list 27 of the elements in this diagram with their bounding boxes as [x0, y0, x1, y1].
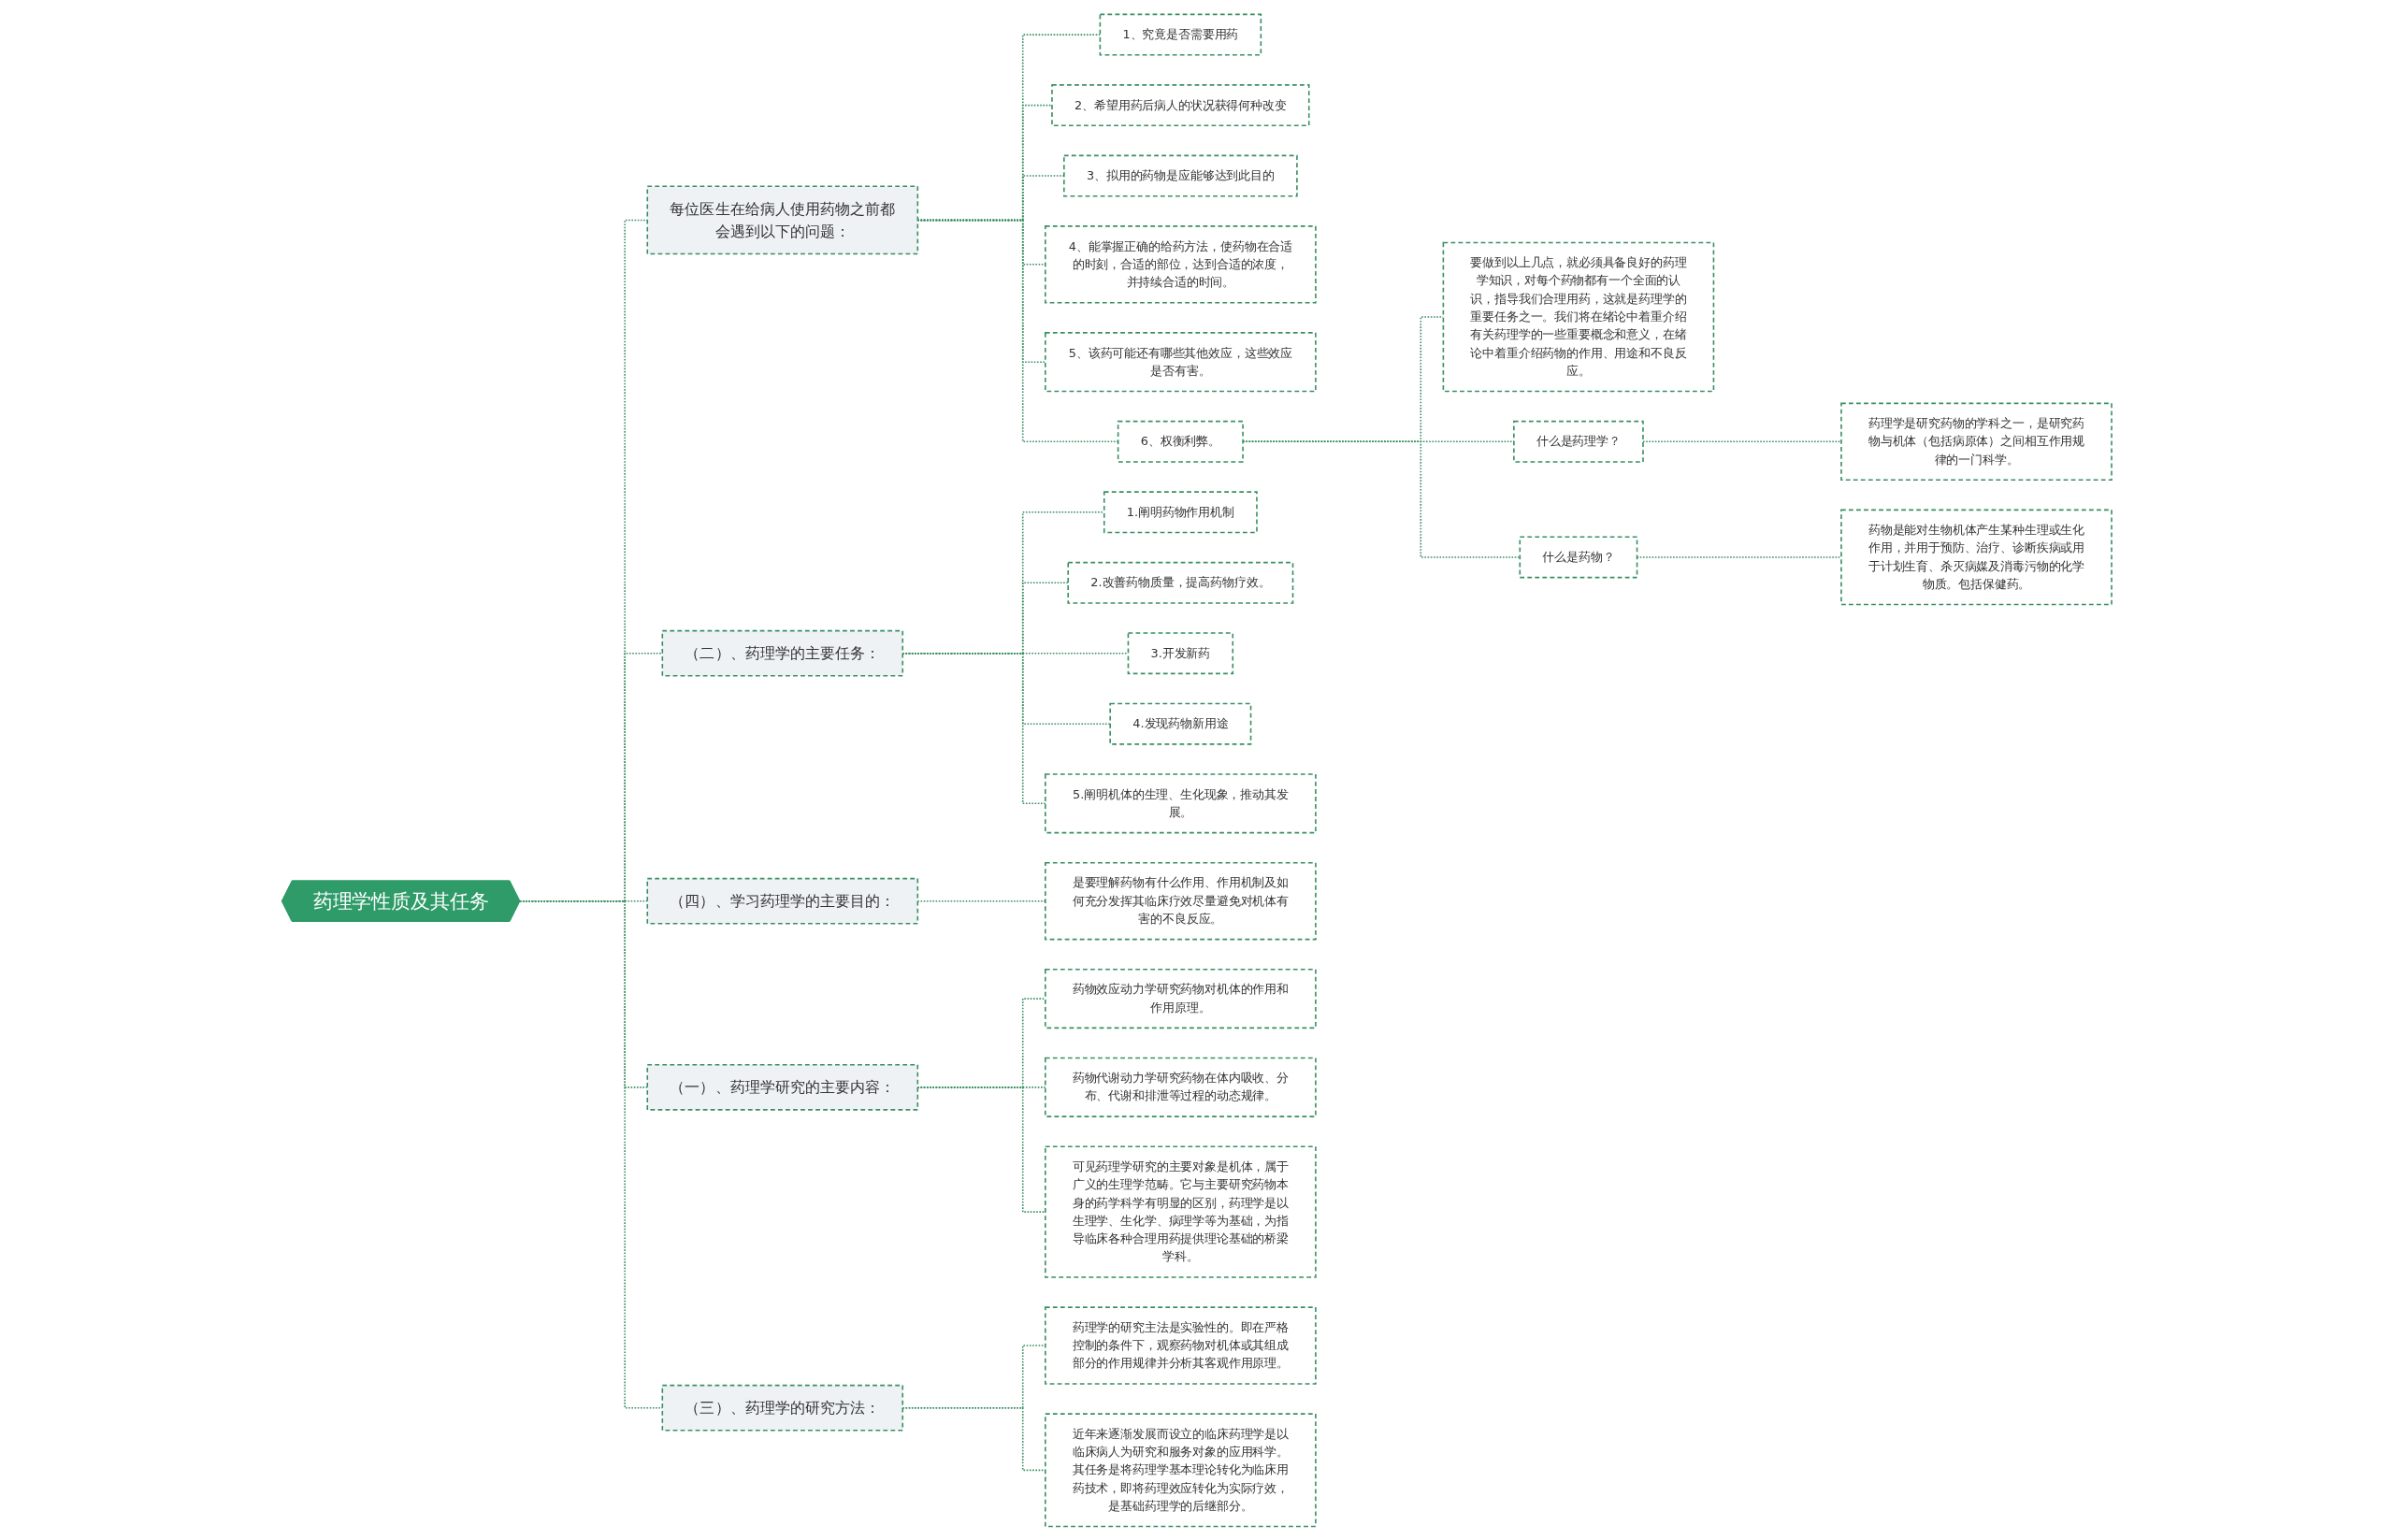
node-box: 1、究竟是否需要用药 — [1099, 13, 1262, 56]
node-box: 2、希望用药后病人的状况获得何种改变 — [1051, 83, 1310, 126]
node-box: 4.发现药物新用途 — [1109, 702, 1252, 745]
node-box: 药物代谢动力学研究药物在体内吸收、分布、代谢和排泄等过程的动态规律。 — [1045, 1057, 1317, 1117]
node-box: （三）、药理学的研究方法： — [661, 1384, 904, 1432]
node-box: 要做到以上几点，就必须具备良好的药理学知识，对每个药物都有一个全面的认识，指导我们合理用药，这就是药理学的重要任务之一。我们将在绪论中着重介绍有关药理学的一些重要概念和意义，在绪论中着重介绍药物的作用、用途和不良反应。 — [1442, 241, 1715, 392]
node-box: 5.阐明机体的生理、生化现象，推动其发展。 — [1045, 772, 1317, 833]
node-box: 是要理解药物有什么作用、作用机制及如何充分发挥其临床疗效尽量避免对机体有害的不良反应。 — [1045, 861, 1317, 940]
node-box: 2.改善药物质量，提高药物疗效。 — [1067, 561, 1294, 604]
node-box: 1.阐明药物作用机制 — [1103, 490, 1259, 533]
node-box: （一）、药理学研究的主要内容： — [646, 1063, 919, 1111]
node-box: 药物效应动力学研究药物对机体的作用和作用原理。 — [1045, 968, 1317, 1029]
node-box: 可见药理学研究的主要对象是机体，属于广义的生理学范畴。它与主要研究药物本身的药学科学有明显的区别，药理学是以生理学、生化学、病理学等为基础，为指导临床各种合理用药提供理论基础的桥梁学科。 — [1045, 1144, 1317, 1278]
node-box: 什么是药物？ — [1519, 535, 1638, 578]
node-box: 近年来逐渐发展而设立的临床药理学是以临床病人为研究和服务对象的应用科学。其任务是将药理学基本理论转化为临床用药技术，即将药理效应转化为实际疗效，是基础药理学的后继部分。 — [1045, 1412, 1317, 1527]
node-box: 药理学是研究药物的学科之一，是研究药物与机体（包括病原体）之间相互作用规律的一门科学。 — [1840, 402, 2113, 481]
node-box: 每位医生在给病人使用药物之前都会遇到以下的问题： — [646, 185, 919, 254]
node-box: 药物是能对生物机体产生某种生理或生化作用，并用于预防、治疗、诊断疾病或用于计划生育、杀灭病媒及消毒污物的化学物质。包括保健药。 — [1840, 509, 2113, 605]
node-box: 5、该药可能还有哪些其他效应，这些效应是否有害。 — [1045, 331, 1317, 392]
node-box: 6、权衡利弊。 — [1118, 420, 1245, 463]
node-box: 3.开发新药 — [1127, 631, 1234, 674]
node-box: （四）、学习药理学的主要目的： — [646, 877, 919, 925]
node-box: 什么是药理学？ — [1513, 420, 1645, 463]
node-box: 药理学的研究主法是实验性的。即在严格控制的条件下，观察药物对机体或其组成部分的作用规律并分析其客观作用原理。 — [1045, 1305, 1317, 1385]
node-box: 3、拟用的药物是应能够达到此目的 — [1063, 154, 1298, 197]
node-box: （二）、药理学的主要任务： — [661, 629, 904, 677]
node-box: 4、能掌握正确的给药方法，使药物在合适的时刻，合适的部位，达到合适的浓度，并持续合适的时间。 — [1045, 224, 1317, 304]
